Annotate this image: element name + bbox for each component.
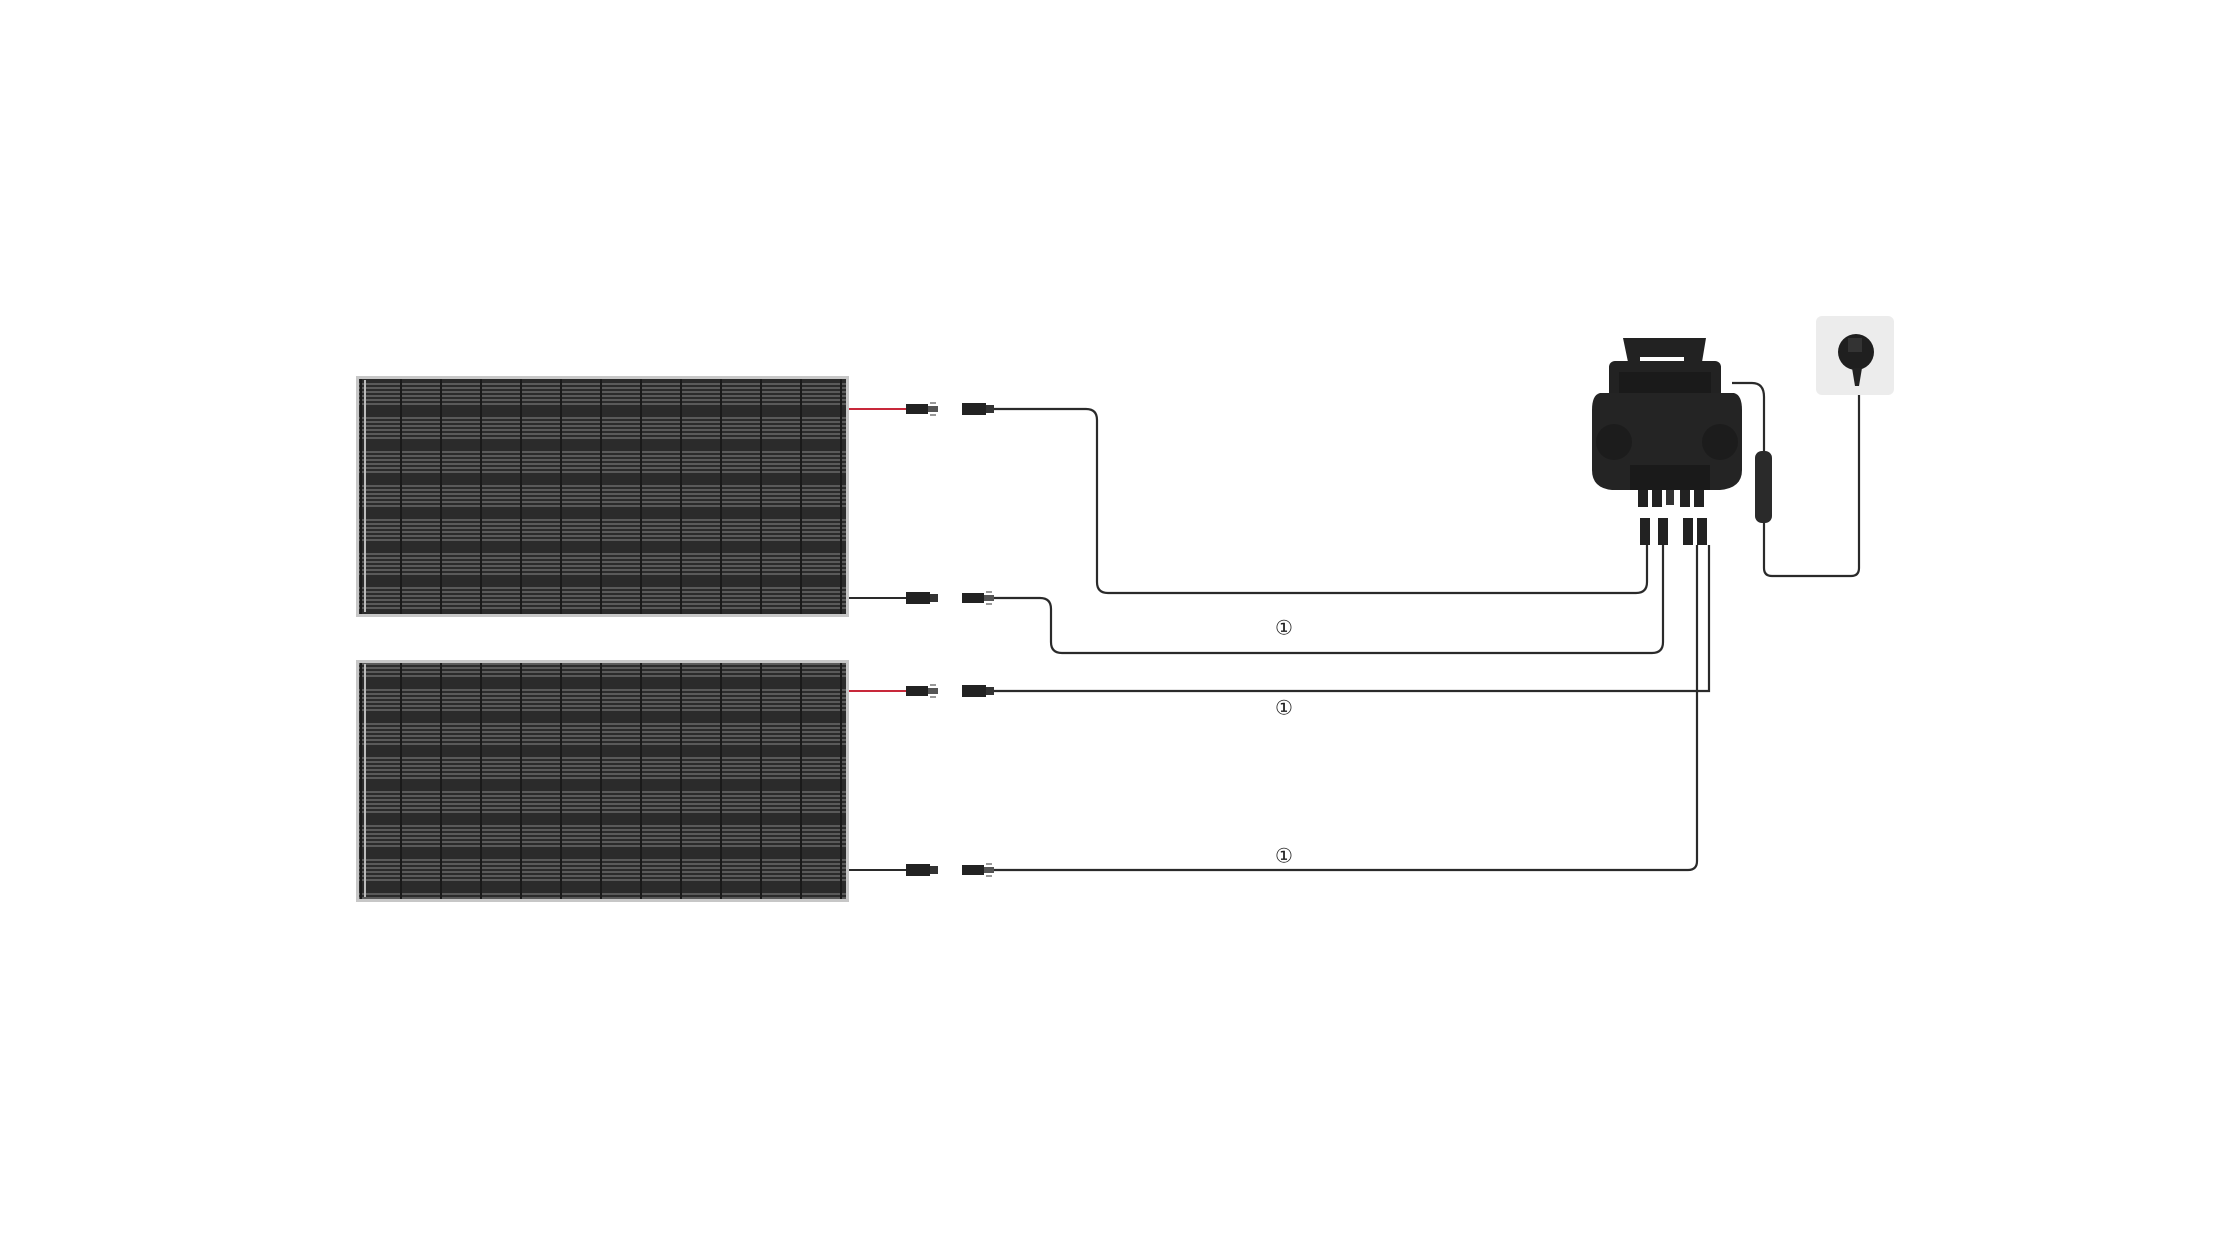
cable-panel1-negative <box>994 545 1665 655</box>
mc4-connector-icon <box>905 402 995 877</box>
ac-cable-to-outlet <box>1762 385 1861 578</box>
solar-panel-2 <box>356 660 849 902</box>
ac-cable <box>1732 381 1766 517</box>
cable-panel2-negative <box>994 545 1699 872</box>
microinverter-icon <box>1592 338 1742 545</box>
cable-label-2: ① <box>1275 696 1293 720</box>
cable-panel2-positive <box>994 545 1711 693</box>
cable-panel1-positive <box>994 407 1649 595</box>
wall-outlet-icon <box>1816 316 1894 395</box>
cable-label-1: ① <box>1275 616 1293 640</box>
plug-icon <box>1838 334 1874 386</box>
solar-panel-1 <box>356 376 849 617</box>
inline-ac-connector <box>1755 451 1772 523</box>
cable-label-3: ① <box>1275 844 1293 868</box>
